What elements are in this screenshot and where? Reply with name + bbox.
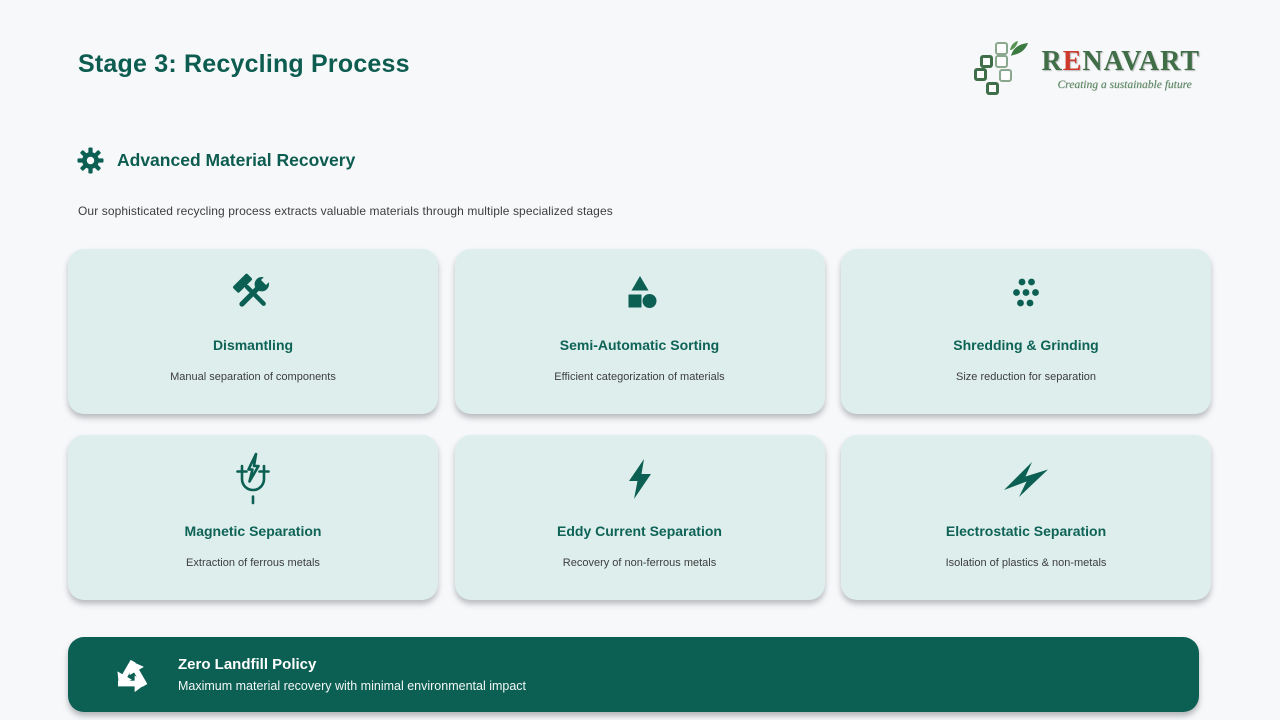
recycle-icon bbox=[110, 654, 154, 696]
section-description: Our sophisticated recycling process extr… bbox=[78, 204, 613, 218]
zero-landfill-banner: Zero Landfill Policy Maximum material re… bbox=[68, 637, 1199, 712]
section-title: Advanced Material Recovery bbox=[117, 150, 356, 170]
brand-name: RENAVART bbox=[1041, 45, 1200, 77]
banner-title: Zero Landfill Policy bbox=[178, 656, 317, 673]
brand-tagline: Creating a sustainable future bbox=[1057, 78, 1192, 91]
card-title: Magnetic Separation bbox=[184, 523, 322, 539]
card-title: Eddy Current Separation bbox=[557, 523, 722, 539]
logo-text: RENAVART Creating a sustainable future bbox=[1041, 45, 1201, 91]
leaf-icon bbox=[1008, 40, 1030, 60]
process-card-magnetic: Magnetic Separation Extraction of ferrou… bbox=[68, 435, 438, 600]
card-description: Extraction of ferrous metals bbox=[186, 557, 320, 569]
card-title: Electrostatic Separation bbox=[945, 523, 1107, 539]
card-title: Semi-Automatic Sorting bbox=[559, 337, 720, 353]
process-card-dismantling: Dismantling Manual separation of compone… bbox=[68, 249, 438, 414]
process-card-shredding: Shredding & Grinding Size reduction for … bbox=[841, 249, 1211, 414]
banner-description: Maximum material recovery with minimal e… bbox=[178, 679, 527, 693]
magnet-icon bbox=[225, 452, 281, 505]
gear-icon bbox=[77, 147, 104, 174]
electric-flash-icon bbox=[998, 455, 1054, 503]
particles-icon bbox=[1005, 269, 1047, 317]
banner-text: Zero Landfill Policy Maximum material re… bbox=[178, 656, 526, 693]
crossed-tools-icon bbox=[230, 269, 276, 317]
card-title: Dismantling bbox=[212, 337, 294, 353]
process-card-eddy-current: Eddy Current Separation Recovery of non-… bbox=[454, 435, 825, 600]
card-description: Manual separation of components bbox=[170, 371, 336, 383]
card-description: Efficient categorization of materials bbox=[554, 371, 725, 383]
process-card-sorting: Semi-Automatic Sorting Efficient categor… bbox=[454, 249, 825, 414]
shapes-sorting-icon bbox=[618, 269, 662, 317]
section-heading: Advanced Material Recovery bbox=[77, 147, 355, 174]
card-description: Size reduction for separation bbox=[955, 371, 1097, 383]
lightning-bolt-icon bbox=[618, 455, 662, 503]
process-cards-grid: Dismantling Manual separation of compone… bbox=[68, 249, 1211, 600]
card-description: Isolation of plastics & non-metals bbox=[945, 557, 1107, 569]
page-title: Stage 3: Recycling Process bbox=[78, 50, 410, 78]
pixel-squares-with-leaf-icon bbox=[973, 40, 1030, 98]
card-title: Shredding & Grinding bbox=[953, 337, 1099, 353]
process-card-electrostatic: Electrostatic Separation Isolation of pl… bbox=[841, 435, 1211, 600]
card-description: Recovery of non-ferrous metals bbox=[562, 557, 717, 569]
company-logo: RENAVART Creating a sustainable future bbox=[973, 40, 1201, 98]
